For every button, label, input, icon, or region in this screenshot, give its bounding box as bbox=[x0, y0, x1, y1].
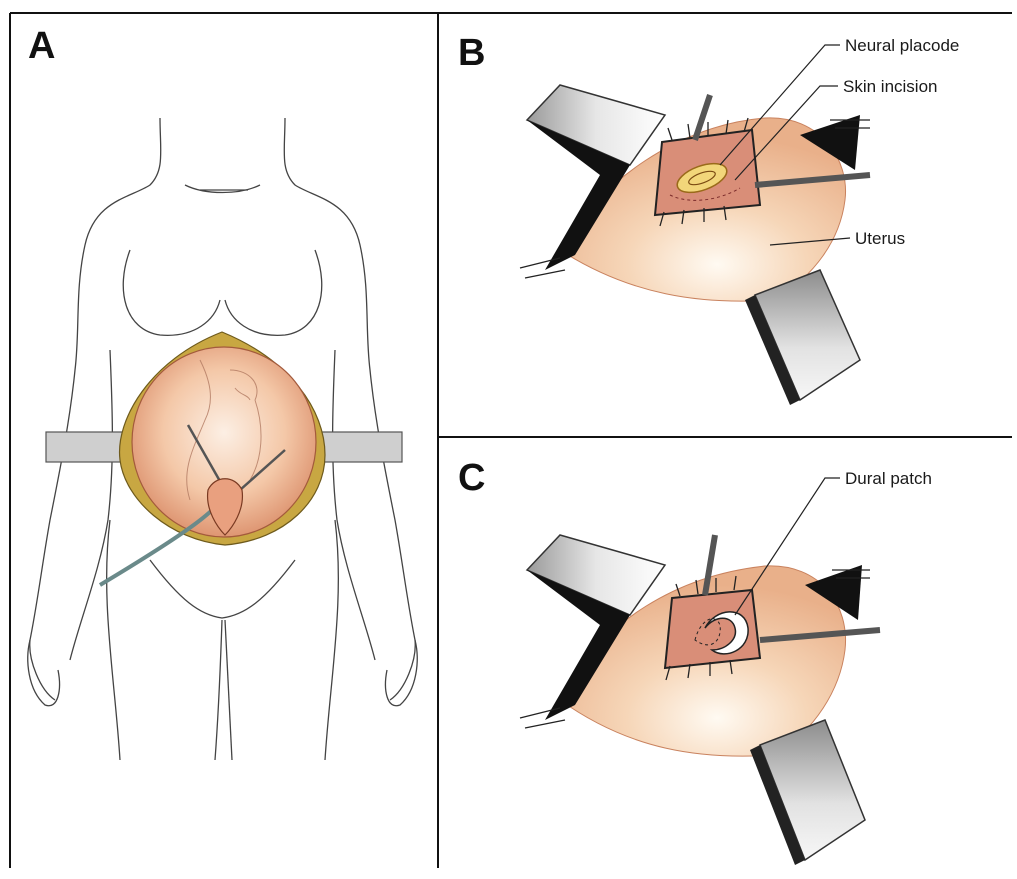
callout-skin-incision: Skin incision bbox=[843, 77, 938, 96]
panel-a: A bbox=[28, 25, 417, 760]
panel-b: B Neural p bbox=[458, 32, 959, 405]
callout-dural-patch: Dural patch bbox=[845, 469, 932, 488]
callout-uterus: Uterus bbox=[855, 229, 905, 248]
panel-c-letter: C bbox=[458, 457, 485, 499]
callout-neural-placode: Neural placode bbox=[845, 36, 959, 55]
panel-c: C Dural patch bbox=[458, 457, 932, 865]
panel-a-letter: A bbox=[28, 25, 55, 67]
panel-b-letter: B bbox=[458, 32, 485, 74]
